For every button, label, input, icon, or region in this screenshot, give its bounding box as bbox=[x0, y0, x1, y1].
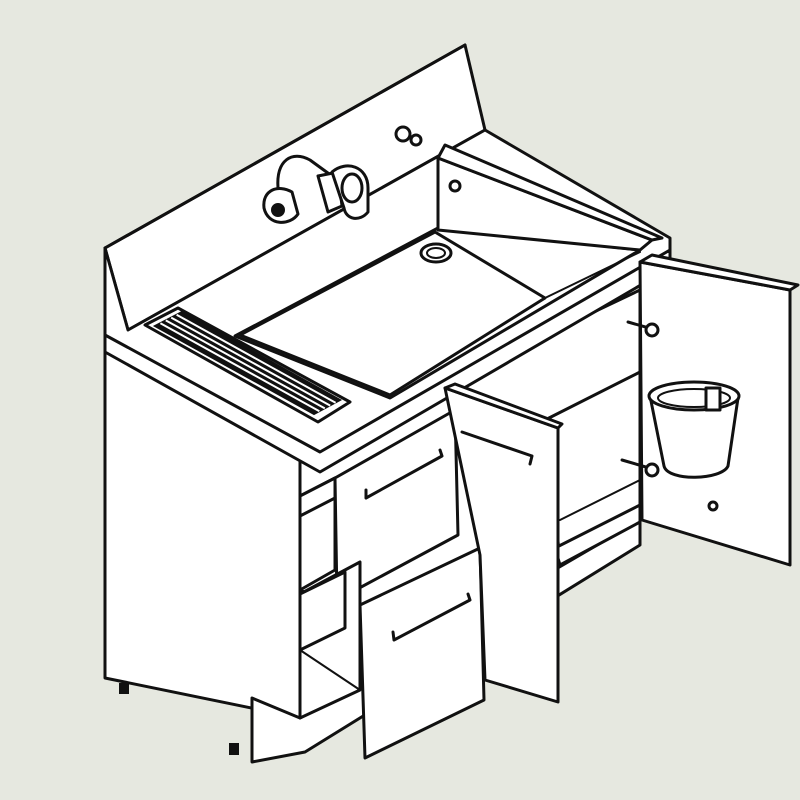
bucket-icon bbox=[647, 380, 741, 479]
sink-basin-right-wall bbox=[436, 143, 664, 242]
overflow-hole bbox=[448, 179, 462, 193]
drain-icon bbox=[419, 242, 453, 264]
sink-basin-crease bbox=[544, 251, 641, 299]
drain-inner bbox=[426, 247, 446, 259]
wall-valve-knob bbox=[394, 125, 412, 143]
grating-tray bbox=[143, 306, 352, 424]
open-door-middle bbox=[443, 382, 564, 704]
lower-drawer bbox=[298, 546, 486, 760]
lower-drawer-handle[interactable] bbox=[391, 592, 472, 642]
grate-slat bbox=[165, 319, 326, 410]
upper-drawer bbox=[298, 408, 460, 602]
upper-drawer-handle[interactable] bbox=[364, 448, 444, 500]
wall-valve-nut bbox=[409, 133, 423, 147]
hinge-upper bbox=[626, 320, 660, 338]
grate-slat bbox=[170, 316, 331, 407]
backsplash-top-edge bbox=[103, 43, 467, 250]
grate-slat bbox=[176, 313, 337, 404]
cabinet-foot-center bbox=[229, 743, 239, 755]
faucet-icon bbox=[262, 154, 370, 224]
grate-slat bbox=[159, 322, 320, 413]
interior-shelf-edge bbox=[559, 479, 641, 521]
middle-door-handle[interactable] bbox=[460, 430, 534, 466]
cabinet-foot-left bbox=[119, 683, 129, 694]
hinge-lower bbox=[620, 458, 660, 478]
